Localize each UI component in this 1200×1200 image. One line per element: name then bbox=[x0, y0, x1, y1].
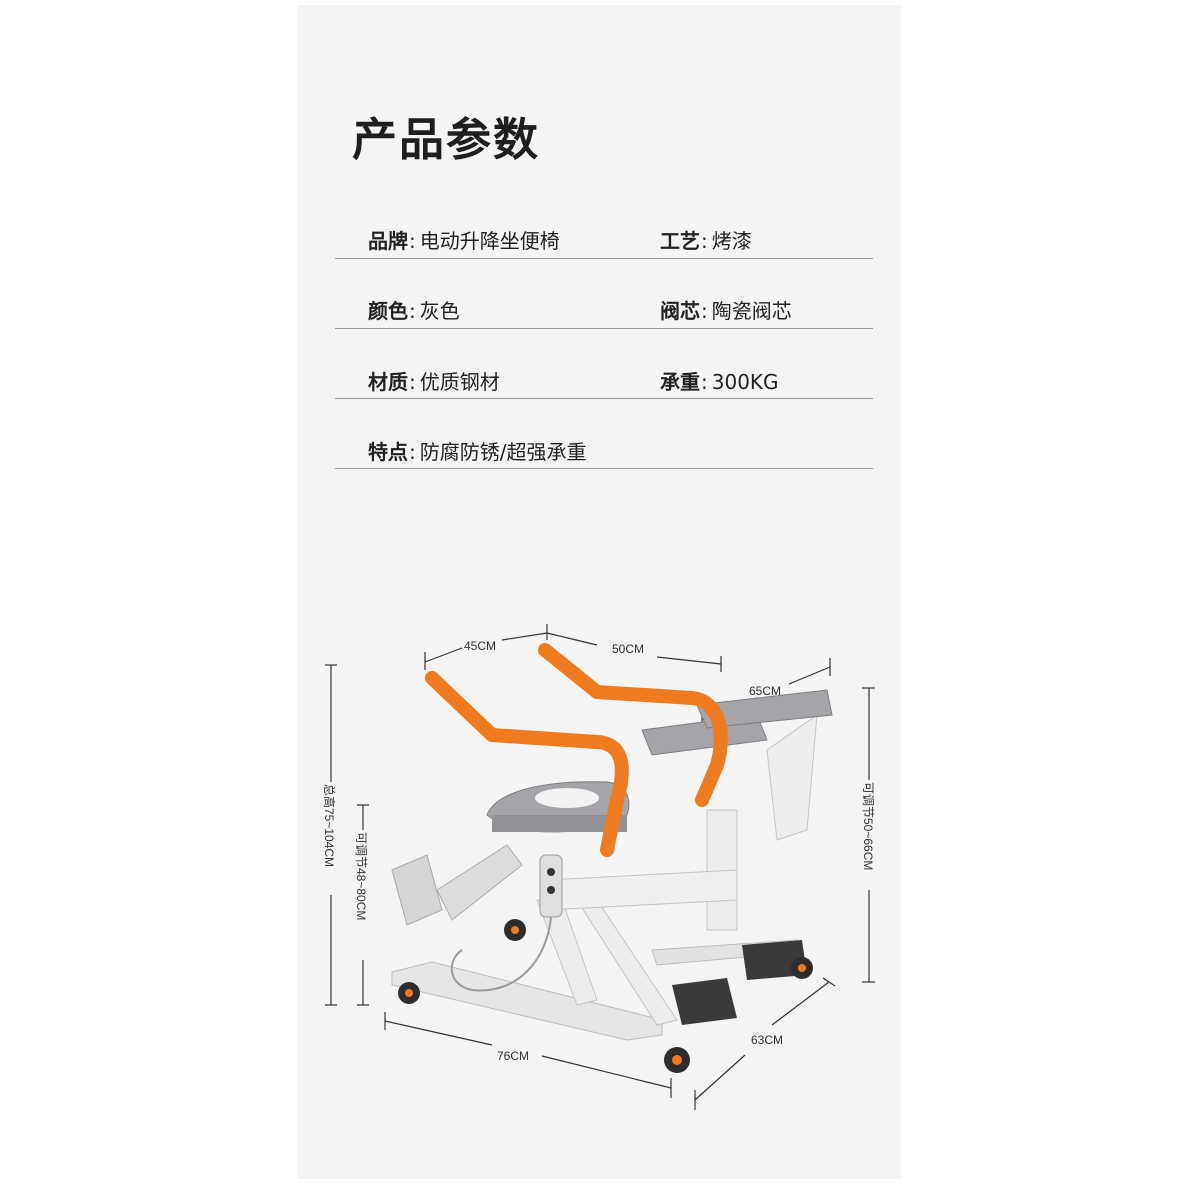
spec-value: 优质钢材 bbox=[419, 370, 500, 394]
dim-total-height: 总高75~104CM bbox=[322, 784, 337, 867]
spec-feature: 特点:防腐防锈/超强承重 bbox=[368, 440, 587, 464]
spec-key: 颜色 bbox=[368, 299, 408, 323]
dim-63: 63CM bbox=[751, 1033, 783, 1047]
spec-key: 承重 bbox=[660, 370, 700, 394]
spec-key: 特点 bbox=[368, 440, 408, 464]
divider bbox=[335, 258, 873, 259]
dim-45: 45CM bbox=[464, 639, 496, 653]
spec-key: 工艺 bbox=[660, 229, 700, 253]
page-title: 产品参数 bbox=[352, 113, 541, 166]
divider bbox=[335, 398, 873, 399]
spec-load: 承重:300KG bbox=[660, 370, 779, 394]
spec-brand: 品牌:电动升降坐便椅 bbox=[368, 229, 560, 253]
spec-color: 颜色:灰色 bbox=[368, 299, 460, 323]
divider bbox=[335, 328, 873, 329]
dim-50: 50CM bbox=[612, 642, 644, 656]
dim-arm-adjust: 可调节50~66CM bbox=[861, 782, 875, 870]
product-diagram: 45CM 50CM 65CM 76CM 63CM 总高75~104CM 可调节4… bbox=[322, 624, 875, 1110]
spec-key: 材质 bbox=[368, 370, 408, 394]
spec-value: 防腐防锈/超强承重 bbox=[419, 440, 587, 464]
dim-seat-adjust: 可调节48~80CM bbox=[354, 832, 368, 920]
chair-illustration bbox=[391, 643, 833, 1073]
divider bbox=[335, 468, 873, 469]
spec-value: 陶瓷阀芯 bbox=[711, 299, 792, 323]
dim-76: 76CM bbox=[497, 1049, 529, 1063]
spec-value: 300KG bbox=[711, 370, 779, 394]
spec-material: 材质:优质钢材 bbox=[368, 370, 500, 394]
spec-key: 阀芯 bbox=[660, 299, 700, 323]
spec-value: 电动升降坐便椅 bbox=[419, 229, 560, 253]
spec-key: 品牌 bbox=[368, 229, 408, 253]
spec-valve: 阀芯:陶瓷阀芯 bbox=[660, 299, 792, 323]
spec-value: 灰色 bbox=[419, 299, 460, 323]
spec-process: 工艺:烤漆 bbox=[660, 229, 752, 253]
spec-value: 烤漆 bbox=[711, 229, 752, 253]
dim-65: 65CM bbox=[749, 684, 781, 698]
